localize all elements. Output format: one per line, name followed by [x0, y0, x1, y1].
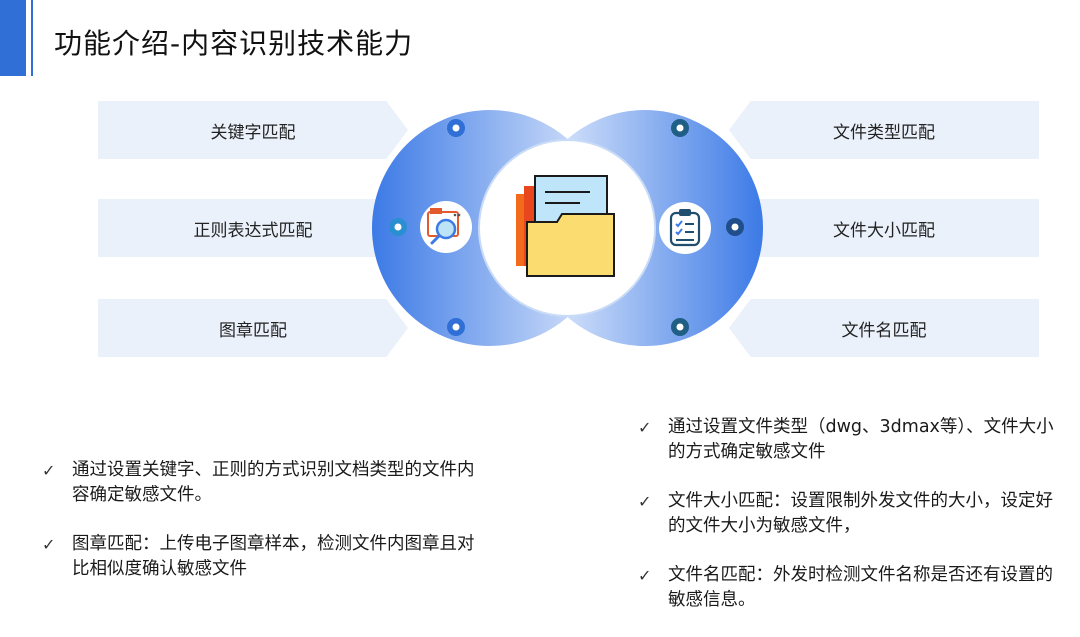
label-text: 正则表达式匹配: [193, 220, 313, 241]
checkmark-icon: ✓: [42, 535, 56, 554]
label-text: 图章匹配: [219, 320, 287, 341]
bullet-item: ✓ 通过设置关键字、正则的方式识别文档类型的文件内容确定敏感文件。: [42, 458, 482, 508]
label-filename-match: 文件名匹配: [729, 299, 1039, 357]
connector-dot: [671, 318, 689, 336]
bullet-item: ✓ 文件大小匹配：设置限制外发文件的大小，设定好的文件大小为敏感文件，: [638, 489, 1068, 539]
connector-dot: [671, 119, 689, 137]
page-title: 功能介绍-内容识别技术能力: [54, 27, 414, 60]
label-keyword-match: 关键字匹配: [98, 101, 408, 159]
label-filesize-match: 文件大小匹配: [729, 199, 1039, 257]
label-filetype-match: 文件类型匹配: [729, 101, 1039, 159]
label-regex-match: 正则表达式匹配: [98, 199, 408, 257]
label-seal-match: 图章匹配: [98, 299, 408, 357]
folder-documents-icon: [516, 175, 615, 277]
checkmark-icon: ✓: [638, 566, 652, 585]
bullet-item: ✓ 图章匹配：上传电子图章样本，检测文件内图章且对比相似度确认敏感文件: [42, 532, 482, 582]
label-text: 关键字匹配: [210, 122, 296, 143]
bullet-list-left: ✓ 通过设置关键字、正则的方式识别文档类型的文件内容确定敏感文件。 ✓ 图章匹配…: [42, 458, 482, 606]
title-accent-line: [31, 0, 33, 76]
central-diagram: [372, 110, 763, 346]
label-text: 文件类型匹配: [833, 122, 935, 143]
bullet-text: 文件名匹配：外发时检测文件名称是否还有设置的敏感信息。: [668, 565, 1053, 610]
bullet-item: ✓ 文件名匹配：外发时检测文件名称是否还有设置的敏感信息。: [638, 563, 1068, 613]
connector-dot: [447, 119, 465, 137]
search-document-icon: [420, 201, 472, 253]
bullet-item: ✓ 通过设置文件类型（dwg、3dmax等）、文件大小的方式确定敏感文件: [638, 415, 1068, 465]
connector-dot: [447, 318, 465, 336]
bullet-text: 通过设置文件类型（dwg、3dmax等）、文件大小的方式确定敏感文件: [668, 417, 1054, 462]
bullet-list-right: ✓ 通过设置文件类型（dwg、3dmax等）、文件大小的方式确定敏感文件 ✓ 文…: [638, 415, 1068, 637]
label-text: 文件名匹配: [841, 320, 927, 341]
connector-dot: [389, 218, 407, 236]
bullet-text: 通过设置关键字、正则的方式识别文档类型的文件内容确定敏感文件。: [72, 460, 475, 505]
label-text: 文件大小匹配: [833, 220, 935, 241]
bullet-text: 图章匹配：上传电子图章样本，检测文件内图章且对比相似度确认敏感文件: [72, 534, 475, 579]
clipboard-checklist-icon: [659, 202, 711, 254]
checkmark-icon: ✓: [638, 492, 652, 511]
checkmark-icon: ✓: [42, 461, 56, 480]
bullet-text: 文件大小匹配：设置限制外发文件的大小，设定好的文件大小为敏感文件，: [668, 491, 1053, 536]
checkmark-icon: ✓: [638, 418, 652, 437]
connector-dot: [726, 218, 744, 236]
title-accent-bar: [0, 0, 26, 76]
